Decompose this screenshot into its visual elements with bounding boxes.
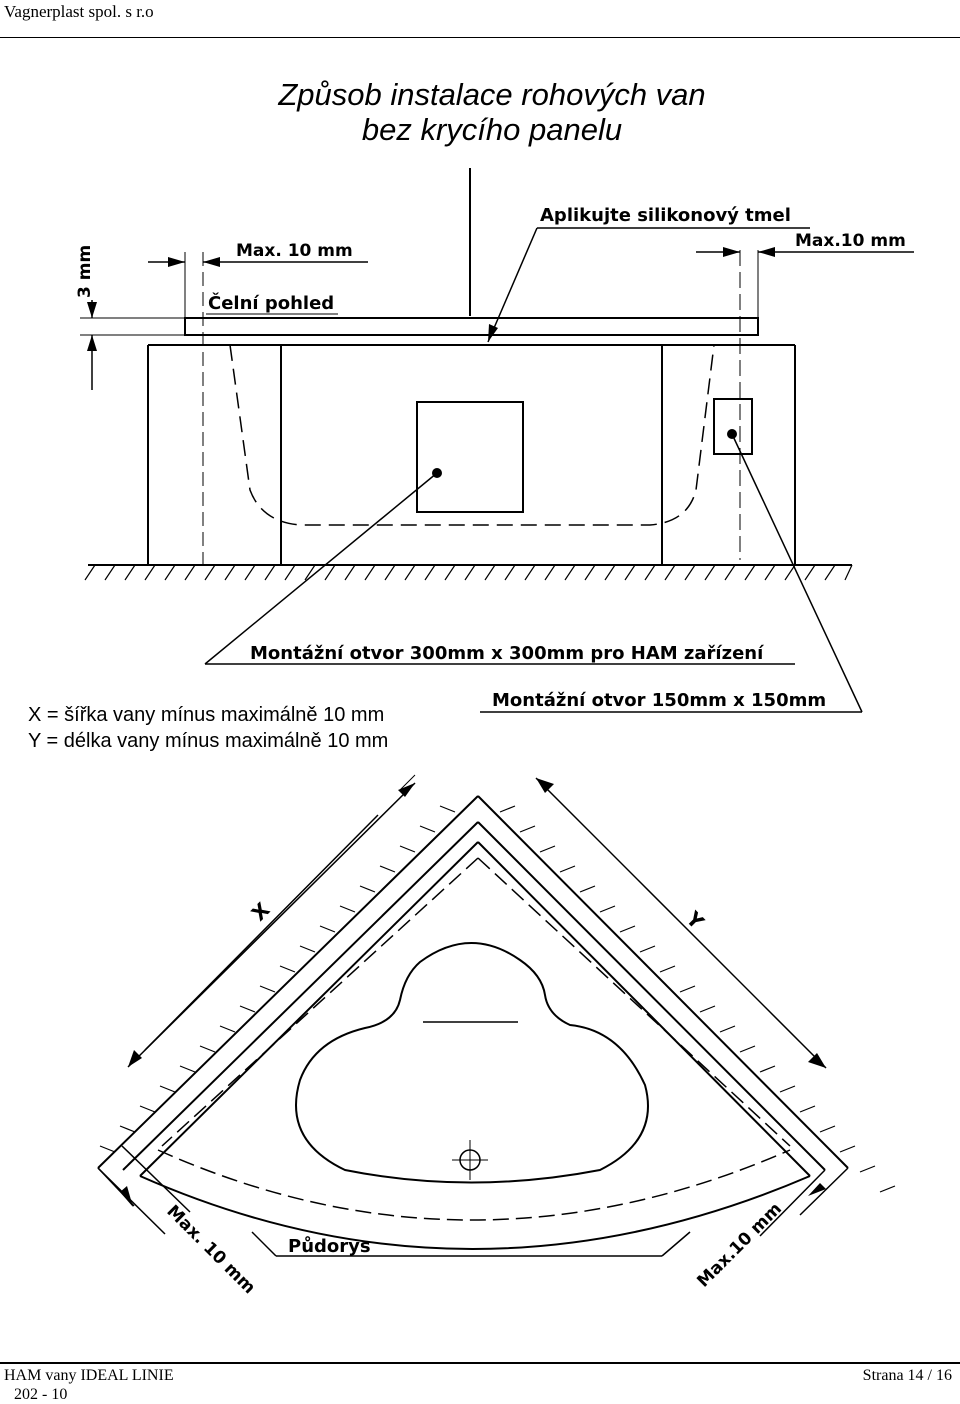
page-title-line2: bez krycího panelu bbox=[361, 112, 623, 147]
label-hole-300: Montážní otvor 300mm x 300mm pro HAM zař… bbox=[250, 643, 764, 664]
label-hole-150: Montážní otvor 150mm x 150mm bbox=[492, 690, 826, 711]
formula-y: Y = délka vany mínus maximálně 10 mm bbox=[28, 730, 389, 752]
label-max-10mm-left: Max. 10 mm bbox=[236, 241, 353, 261]
formula-x: X = šířka vany mínus maximálně 10 mm bbox=[28, 704, 385, 726]
label-silicone: Aplikujte silikonový tmel bbox=[540, 205, 791, 226]
footer-page: Strana 14 / 16 bbox=[862, 1367, 952, 1384]
label-front-view: Čelní pohled bbox=[208, 292, 334, 314]
label-x: X bbox=[247, 897, 275, 925]
label-y: Y bbox=[681, 906, 709, 934]
page-title-line1: Způsob instalace rohových van bbox=[278, 77, 706, 112]
label-plan-view: Půdorys bbox=[288, 1235, 371, 1257]
label-max-10mm-right: Max.10 mm bbox=[795, 231, 906, 251]
footer-code: 202 - 10 bbox=[14, 1386, 68, 1403]
footer-document: HAM vany IDEAL LINIE bbox=[4, 1367, 174, 1384]
label-3mm: 3 mm bbox=[75, 245, 95, 298]
installation-drawing: 3 mm Max. 10 mm Aplikujte silikonový tme… bbox=[75, 168, 914, 1298]
company-header: Vagnerplast spol. s r.o bbox=[4, 2, 154, 21]
footer-rule bbox=[0, 1362, 960, 1364]
header-rule bbox=[0, 37, 960, 38]
